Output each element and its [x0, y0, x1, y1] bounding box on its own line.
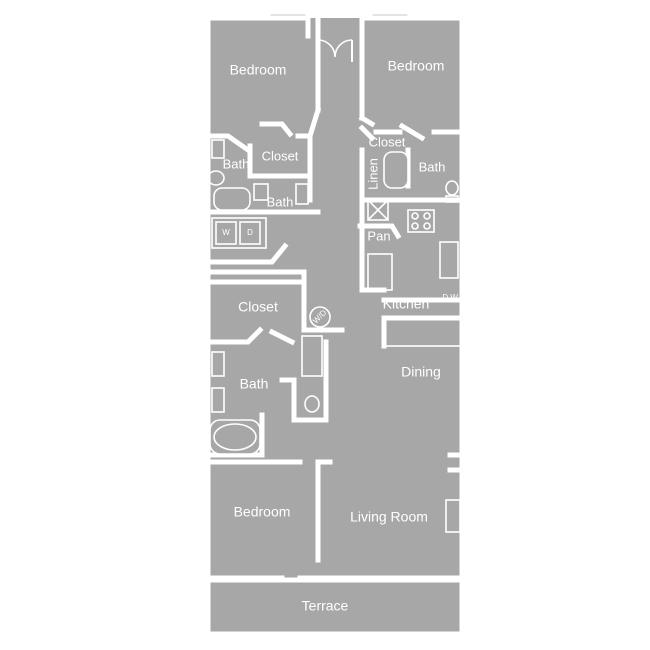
label-closet-mid-left: Closet [238, 299, 278, 315]
fixtures [207, 139, 463, 533]
label-dishwasher: D.W. [442, 293, 459, 302]
label-kitchen: Kitchen [383, 296, 430, 312]
label-dining: Dining [401, 364, 441, 380]
label-dryer: D [247, 228, 253, 237]
label-washer: W [222, 228, 230, 237]
label-living-room: Living Room [350, 509, 428, 525]
floor-areas [208, 18, 462, 634]
label-bath-left-2: Bath [267, 194, 294, 209]
label-terrace: Terrace [302, 598, 349, 614]
label-closet-right-top: Closet [369, 134, 406, 149]
label-bath-right: Bath [419, 159, 446, 174]
interior-walls [205, 15, 465, 563]
exterior-walls [205, 15, 465, 637]
label-bath-left-1: Bath [223, 156, 250, 171]
label-bedroom-top-right: Bedroom [388, 58, 445, 74]
label-linen: Linen [365, 158, 380, 190]
label-closet-left-top: Closet [262, 148, 299, 163]
label-pantry: Pan [367, 228, 390, 243]
label-bedroom-bottom-left: Bedroom [234, 504, 291, 520]
label-bedroom-top-left: Bedroom [230, 62, 287, 78]
label-bath-mid-left: Bath [240, 376, 269, 392]
